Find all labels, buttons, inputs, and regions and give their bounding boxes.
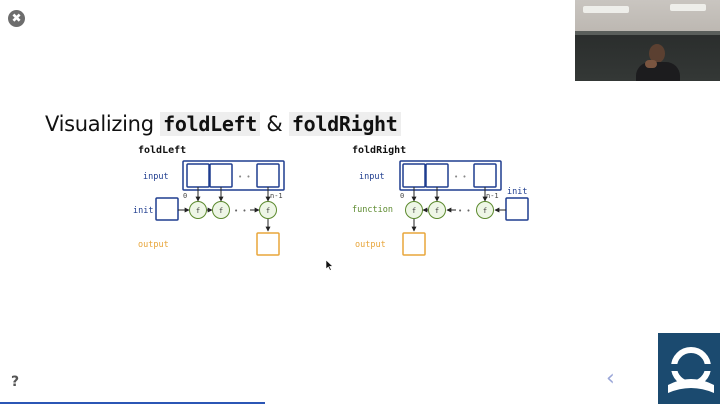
foldleft-init-label: init [133, 206, 153, 216]
foldright-input-list [399, 160, 502, 191]
foldleft-input-cell [209, 163, 233, 188]
foldright-function-label: f [412, 207, 416, 215]
foldright-output-label: output [355, 240, 386, 250]
foldleft-heading: foldLeft [138, 145, 186, 156]
foldright-init-label: init [507, 187, 527, 197]
presenter-head [649, 44, 665, 63]
foldright-function-label: f [483, 207, 487, 215]
mouse-cursor-icon [326, 260, 334, 271]
chevron-left-icon[interactable]: ‹ [606, 366, 615, 391]
foldright-function-label-text: function [352, 205, 393, 215]
slide-title: Visualizing foldLeft & foldRight [45, 112, 401, 136]
title-code-foldleft: foldLeft [160, 112, 261, 136]
foldleft-input-cell [256, 163, 280, 188]
ceiling-light [670, 4, 706, 11]
foldleft-input-label: input [143, 172, 169, 182]
progress-bar [0, 402, 265, 404]
foldleft-input-ellipsis: • • [238, 173, 251, 181]
close-icon[interactable]: ✖ [8, 10, 25, 27]
title-ampersand: & [260, 112, 289, 136]
foldleft-index-n1: n-1 [270, 192, 283, 200]
title-code-foldright: foldRight [288, 112, 401, 136]
foldright-input-ellipsis: • • [454, 173, 467, 181]
webcam-video [575, 0, 720, 81]
foldleft-function-node [212, 201, 230, 219]
foldright-input-cell [473, 163, 497, 188]
foldleft-function-label: f [266, 207, 270, 215]
foldright-input-cell [425, 163, 449, 188]
foldleft-function-node [189, 201, 207, 219]
title-prefix: Visualizing [45, 112, 161, 136]
foldleft-function-label: f [219, 207, 223, 215]
logo-mark [666, 347, 716, 393]
foldleft-init-box [155, 197, 179, 221]
ceiling-light [583, 6, 629, 13]
foldright-output-box [402, 232, 426, 256]
foldright-chain-ellipsis: • • [458, 207, 471, 215]
foldright-diagram: foldRight input • • 0 n-1 function f f •… [352, 144, 529, 256]
foldright-index-n1: n-1 [486, 192, 499, 200]
foldright-input-label: input [359, 172, 385, 182]
foldleft-function-node [259, 201, 277, 219]
chalkboard-edge [575, 31, 720, 35]
foldright-function-node [428, 201, 446, 219]
foldleft-diagram: foldLeft input • • 0 n-1 init f f • • f … [133, 145, 285, 256]
foldright-input-cell [402, 163, 426, 188]
foldleft-output-box [256, 232, 280, 256]
foldleft-chain-ellipsis: • • [234, 207, 247, 215]
foldright-init-box [505, 197, 529, 221]
foldleft-output-label: output [138, 240, 169, 250]
foldright-index-0: 0 [400, 192, 404, 200]
presenter-hand [645, 60, 657, 68]
foldleft-input-list [182, 160, 285, 191]
help-icon[interactable]: ? [11, 374, 20, 390]
foldright-function-node [476, 201, 494, 219]
foldright-heading: foldRight [352, 144, 406, 156]
foldleft-function-label: f [196, 207, 200, 215]
foldleft-index-0: 0 [183, 192, 187, 200]
foldleft-input-cell [186, 163, 210, 188]
foldright-function-label: f [435, 207, 439, 215]
logo-icon [658, 333, 720, 404]
